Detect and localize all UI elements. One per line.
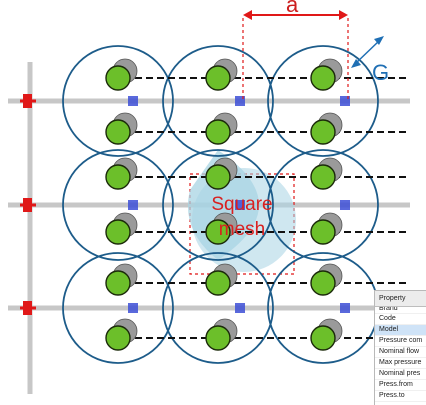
coverage-circle xyxy=(267,149,379,261)
pipe-marker xyxy=(340,96,350,106)
property-row[interactable]: Nominal pres xyxy=(375,369,426,380)
overlap-area xyxy=(192,168,296,272)
pipe-marker xyxy=(128,303,138,313)
sprinkler-head xyxy=(105,325,131,351)
gap-arrow xyxy=(351,36,384,68)
property-row[interactable]: Code xyxy=(375,314,426,325)
property-row[interactable]: Press.to xyxy=(375,391,426,402)
pipe-marker xyxy=(340,303,350,313)
coverage-circle xyxy=(267,45,379,157)
pipe-marker xyxy=(235,303,245,313)
pipe-marker xyxy=(235,200,245,210)
sprinkler-head xyxy=(105,219,131,245)
sprinkler-head xyxy=(205,270,231,296)
property-row[interactable]: Max pressure xyxy=(375,358,426,369)
pipe-marker xyxy=(235,96,245,106)
sprinkler-head xyxy=(105,65,131,91)
sprinkler-head xyxy=(310,325,336,351)
property-row[interactable]: Brand xyxy=(375,307,426,314)
square-mesh-label: Square mesh xyxy=(188,192,296,242)
gap-label: G xyxy=(372,60,390,85)
coverage-circles xyxy=(62,45,379,364)
coverage-circle xyxy=(62,252,174,364)
sprinkler-head xyxy=(105,270,131,296)
property-row[interactable]: Press.from xyxy=(375,380,426,391)
pipe-marker xyxy=(128,96,138,106)
sprinkler-head xyxy=(105,119,131,145)
sprinkler-head xyxy=(310,164,336,190)
coverage-circle xyxy=(62,45,174,157)
coverage-circle xyxy=(162,252,274,364)
square-mesh-label-line1: Square xyxy=(211,194,273,215)
property-row[interactable]: Nominal flow xyxy=(375,347,426,358)
pipe-marker xyxy=(128,200,138,210)
sprinklers xyxy=(105,58,343,351)
sprinkler-head xyxy=(310,119,336,145)
square-mesh-label-line2: mesh xyxy=(218,219,266,240)
spacing-dimension xyxy=(242,10,349,100)
sprinkler-head xyxy=(205,65,231,91)
lateral-lines xyxy=(124,77,410,339)
property-row[interactable]: Pressure com xyxy=(375,336,426,347)
sprinkler-head xyxy=(310,219,336,245)
sprinkler-head xyxy=(105,164,131,190)
property-panel-header: Property xyxy=(375,291,426,307)
sprinkler-head xyxy=(310,65,336,91)
sprinkler-head xyxy=(205,219,231,245)
coverage-circle xyxy=(162,149,274,261)
coverage-circle xyxy=(62,149,174,261)
property-row[interactable]: Model xyxy=(375,325,426,336)
sprinkler-head xyxy=(205,325,231,351)
pipe-markers xyxy=(128,96,350,313)
pipe-marker xyxy=(340,200,350,210)
coverage-circle xyxy=(162,45,274,157)
sprinkler-head xyxy=(205,164,231,190)
sprinkler-head xyxy=(310,270,336,296)
spacing-label: a xyxy=(286,0,299,17)
sprinkler-head xyxy=(205,119,231,145)
